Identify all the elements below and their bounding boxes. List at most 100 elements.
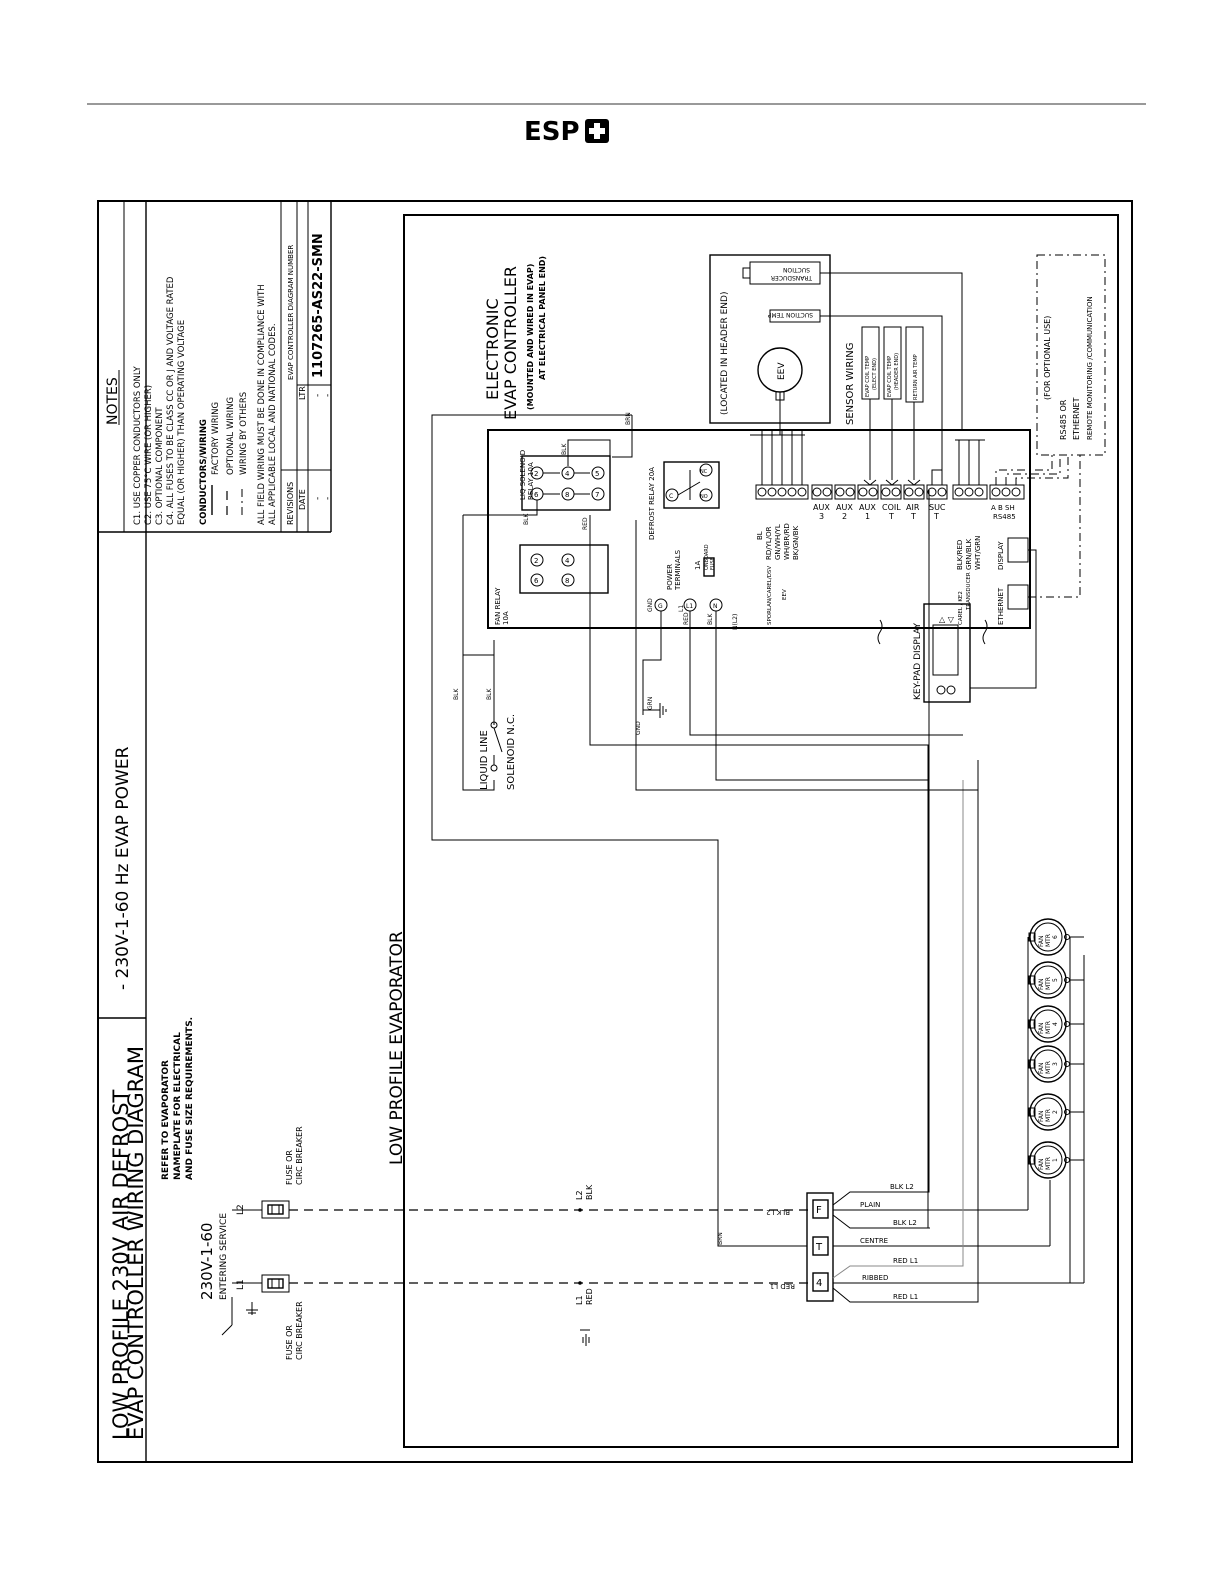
svg-text:1: 1	[865, 512, 870, 521]
svg-text:RED: RED	[683, 612, 690, 625]
svg-text:GND: GND	[647, 598, 654, 612]
l2-wire-color: BLK	[585, 1184, 594, 1200]
service-voltage: 230V-1-60	[198, 1223, 216, 1300]
svg-text:WHT/GRN: WHT/GRN	[974, 536, 982, 570]
solenoid-type: SOLENOID N.C.	[506, 714, 517, 790]
svg-text:CAREL / KE2: CAREL / KE2	[958, 591, 964, 625]
svg-text:RETURN AIR TEMP: RETURN AIR TEMP	[913, 354, 919, 400]
svg-text:10A: 10A	[502, 611, 510, 625]
fan-relay	[519, 544, 609, 594]
svg-text:BLK L2: BLK L2	[893, 1219, 917, 1227]
evaporator-title: LOW PROFILE EVAPORATOR	[387, 931, 407, 1165]
date-value-2: -	[323, 497, 333, 500]
svg-text:BLK: BLK	[561, 443, 568, 455]
terminal-t	[812, 1236, 829, 1256]
title-block: LOW PROFILE 230V AIR DEFROST EVAP CONTRO…	[109, 746, 148, 1440]
svg-text:BLK: BLK	[453, 688, 460, 700]
svg-text:L1: L1	[686, 603, 693, 610]
entering-service: REFER TO EVAPORATOR NAMEPLATE FOR ELECTR…	[161, 1017, 812, 1360]
svg-text:T: T	[888, 512, 894, 521]
svg-text:BLK: BLK	[707, 613, 714, 625]
keypad-screen	[932, 624, 959, 676]
svg-text:4: 4	[816, 1278, 822, 1289]
controller-board: LIQ SOLENOID RELAY 10A 2 4 5 6 8 7 BLK 2…	[487, 429, 1031, 645]
svg-text:△ ▽: △ ▽	[939, 615, 955, 624]
compliance-line2: ALL APPLICABLE LOCAL AND NATIONAL CODES.	[268, 323, 278, 525]
svg-text:F: F	[816, 1205, 822, 1216]
title-line1: LOW PROFILE 230V AIR DEFROST	[109, 1089, 133, 1440]
svg-text:BLK L2: BLK L2	[890, 1183, 914, 1191]
svg-text:COIL: COIL	[882, 503, 901, 512]
brand-logo: ESP	[524, 117, 609, 147]
svg-text:SUCTION TEMP: SUCTION TEMP	[767, 311, 813, 318]
keypad-label: KEY-PAD DISPLAY	[913, 623, 923, 700]
svg-text:DISPLAY: DISPLAY	[997, 541, 1005, 570]
revisions-label: REVISIONS	[286, 482, 295, 525]
svg-text:A B SH: A B SH	[991, 504, 1015, 512]
brand-text: ESP	[524, 117, 580, 147]
entering-service-label: ENTERING SERVICE	[219, 1213, 229, 1300]
controller-wiring: BRN BRN RED GND GRN	[431, 412, 978, 1247]
fan-wiring: PLAIN BLK L2 BLK L2 CENTRE RED L1 RIBBED…	[832, 490, 1085, 1303]
svg-text:2: 2	[1052, 1110, 1059, 1114]
controller-title: ELECTRONIC EVAP CONTROLLER (MOUNTED AND …	[483, 256, 547, 420]
svg-text:BLK: BLK	[523, 513, 530, 525]
svg-text:N: N	[713, 603, 718, 610]
onboard-fuse	[703, 557, 715, 577]
svg-text:ELECTRONIC: ELECTRONIC	[483, 298, 502, 400]
svg-text:T: T	[910, 512, 916, 521]
svg-text:MTR: MTR	[1045, 934, 1052, 947]
rs485-terminals: A B SH RS485 DISPLAY ETHERNET	[989, 484, 1029, 625]
legend-optional: OPTIONAL WIRING	[226, 397, 236, 475]
svg-text:1A: 1A	[694, 561, 702, 570]
sensor-wiring: SENSOR WIRING EVAP COIL TEMP (ELECT END)…	[845, 326, 924, 486]
ground-icon-service	[246, 1302, 258, 1315]
svg-text:RS485: RS485	[993, 513, 1016, 521]
svg-text:EEV: EEV	[777, 362, 787, 380]
svg-text:EVAP COIL TEMP: EVAP COIL TEMP	[865, 356, 871, 397]
fan-motor-5: FAN MTR 5	[1028, 961, 1070, 999]
svg-text:7: 7	[595, 491, 599, 499]
svg-text:RIBBED: RIBBED	[862, 1274, 888, 1282]
svg-text:T: T	[815, 1242, 823, 1253]
liquid-line-solenoid: LIQUID LINE SOLENOID N.C. BLK BLK BLK	[453, 500, 538, 791]
svg-text:4: 4	[565, 557, 570, 565]
refer-line3: AND FUSE SIZE REQUIREMENTS.	[185, 1017, 195, 1180]
svg-text:FAN: FAN	[1038, 1063, 1045, 1075]
compliance-line1: ALL FIELD WIRING MUST BE DONE IN COMPLIA…	[257, 284, 267, 525]
svg-text:BRN: BRN	[717, 1232, 724, 1245]
svg-text:SUC: SUC	[929, 503, 946, 512]
sensor-wiring-label: SENSOR WIRING	[845, 343, 856, 425]
fuse-bottom-label1: FUSE OR	[285, 1325, 294, 1360]
fan-motor-2: FAN MTR 2	[1028, 1093, 1070, 1131]
svg-text:2: 2	[842, 512, 847, 521]
svg-text:EVAP CONTROLLER: EVAP CONTROLLER	[501, 266, 520, 420]
svg-text:ETHERNET: ETHERNET	[997, 587, 1005, 625]
svg-text:8: 8	[565, 491, 569, 499]
legend-factory: FACTORY WIRING	[211, 402, 221, 475]
fan-motor-4: FAN MTR 4	[1028, 1005, 1070, 1043]
svg-text:(MOUNTED AND WIRED IN EVAP: (MOUNTED AND WIRED IN EVAP)	[526, 264, 535, 410]
svg-text:AIR: AIR	[906, 503, 920, 512]
l2-wire-label: L2	[575, 1190, 584, 1200]
svg-text:4: 4	[1052, 1022, 1059, 1026]
svg-text:TRANSDUCER: TRANSDUCER	[771, 274, 813, 281]
svg-text:PLAIN: PLAIN	[860, 1201, 880, 1209]
svg-text:BLK: BLK	[486, 688, 493, 700]
ground-icon-controller	[643, 703, 667, 718]
header-end-label: (LOCATED IN HEADER END)	[720, 292, 730, 415]
display-port	[1007, 537, 1029, 563]
svg-text:EVAP COIL TEMP: EVAP COIL TEMP	[887, 356, 893, 397]
fan-motor-3: FAN MTR 3	[1028, 1045, 1070, 1083]
svg-text:TERMINALS: TERMINALS	[674, 549, 682, 591]
svg-text:(HEADER END): (HEADER END)	[894, 353, 900, 390]
svg-text:GND: GND	[635, 721, 642, 735]
l1-wire-label: L1	[575, 1295, 584, 1305]
svg-text:MTR: MTR	[1045, 977, 1052, 990]
notes-block: NOTES C1. USE COPPER CONDUCTORS ONLY C2.…	[105, 233, 333, 525]
svg-text:EEV: EEV	[782, 589, 788, 600]
fuse-icon-l2	[261, 1200, 290, 1219]
svg-text:3: 3	[1052, 1062, 1059, 1066]
diagram-number: 1107265-AS22-SMN	[311, 233, 326, 378]
